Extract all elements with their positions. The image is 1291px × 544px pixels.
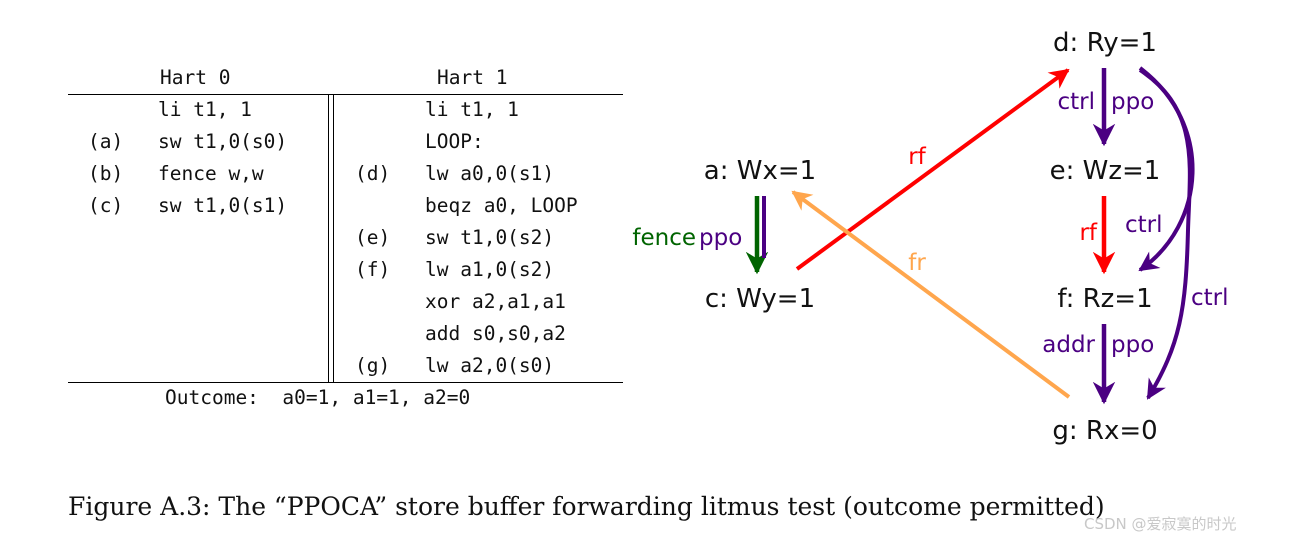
node-d: d: Ry=1 <box>1053 28 1157 58</box>
label-ppo-d-e: ppo <box>1111 89 1154 115</box>
label-addr-f-g: addr <box>1042 332 1095 358</box>
hart1-row-code: sw t1,0(s2) <box>425 226 555 249</box>
hart1-row-code: lw a0,0(s1) <box>425 162 555 185</box>
outcome-line: Outcome: a0=1, a1=1, a2=0 <box>165 386 471 409</box>
hart1-row-label: (f) <box>355 258 391 281</box>
hart1-row-code: lw a1,0(s2) <box>425 258 555 281</box>
hart0-row-label: (a) <box>88 130 124 153</box>
hart0-row-label: (b) <box>88 162 124 185</box>
table-top-rule <box>68 94 623 95</box>
hart1-row-code: xor a2,a1,a1 <box>425 290 566 313</box>
node-g: g: Rx=0 <box>1052 416 1157 446</box>
hart1-row-code: beqz a0, LOOP <box>425 194 578 217</box>
hart1-row-code: LOOP: <box>425 130 484 153</box>
hart1-row-code: li t1, 1 <box>425 98 519 121</box>
node-e: e: Wz=1 <box>1050 156 1161 186</box>
table-bottom-rule <box>68 382 623 383</box>
label-ctrl-d-g: ctrl <box>1191 285 1229 311</box>
edge-fr-g-a <box>791 190 1071 399</box>
hart0-row-code: sw t1,0(s1) <box>158 194 288 217</box>
hart1-row-label: (d) <box>355 162 391 185</box>
hart1-row-label: (e) <box>355 226 391 249</box>
edge-rf-c-d <box>795 68 1070 271</box>
hart1-row-code: lw a2,0(s0) <box>425 354 555 377</box>
label-ppo-a-c: ppo <box>699 225 742 251</box>
column-divider-left <box>328 94 329 382</box>
edge-ctrl-d-g <box>1138 68 1192 400</box>
hart1-header: Hart 1 <box>437 66 508 89</box>
node-c: c: Wy=1 <box>705 284 815 314</box>
hart0-row-code: fence w,w <box>158 162 264 185</box>
label-ctrl-d-f: ctrl <box>1125 212 1163 238</box>
node-f: f: Rz=1 <box>1057 284 1152 314</box>
hart1-row-code: add s0,s0,a2 <box>425 322 566 345</box>
hart0-row-code: sw t1,0(s0) <box>158 130 288 153</box>
label-rf-e-f: rf <box>1079 220 1097 246</box>
column-divider-right <box>333 94 334 382</box>
hart0-header: Hart 0 <box>160 66 231 89</box>
node-a: a: Wx=1 <box>704 156 816 186</box>
label-rf-c-d: rf <box>908 144 926 170</box>
hart1-row-label: (g) <box>355 354 391 377</box>
figure-caption: Figure A.3: The “PPOCA” store buffer for… <box>68 492 1105 521</box>
label-fr-g-a: fr <box>908 250 926 276</box>
hart0-row-label: (c) <box>88 194 124 217</box>
watermark: CSDN @爱寂寞的时光 <box>1084 515 1237 533</box>
label-ctrl-d-e: ctrl <box>1057 89 1095 115</box>
label-fence: fence <box>632 225 696 251</box>
label-ppo-f-g: ppo <box>1111 332 1154 358</box>
hart0-row-code: li t1, 1 <box>158 98 252 121</box>
